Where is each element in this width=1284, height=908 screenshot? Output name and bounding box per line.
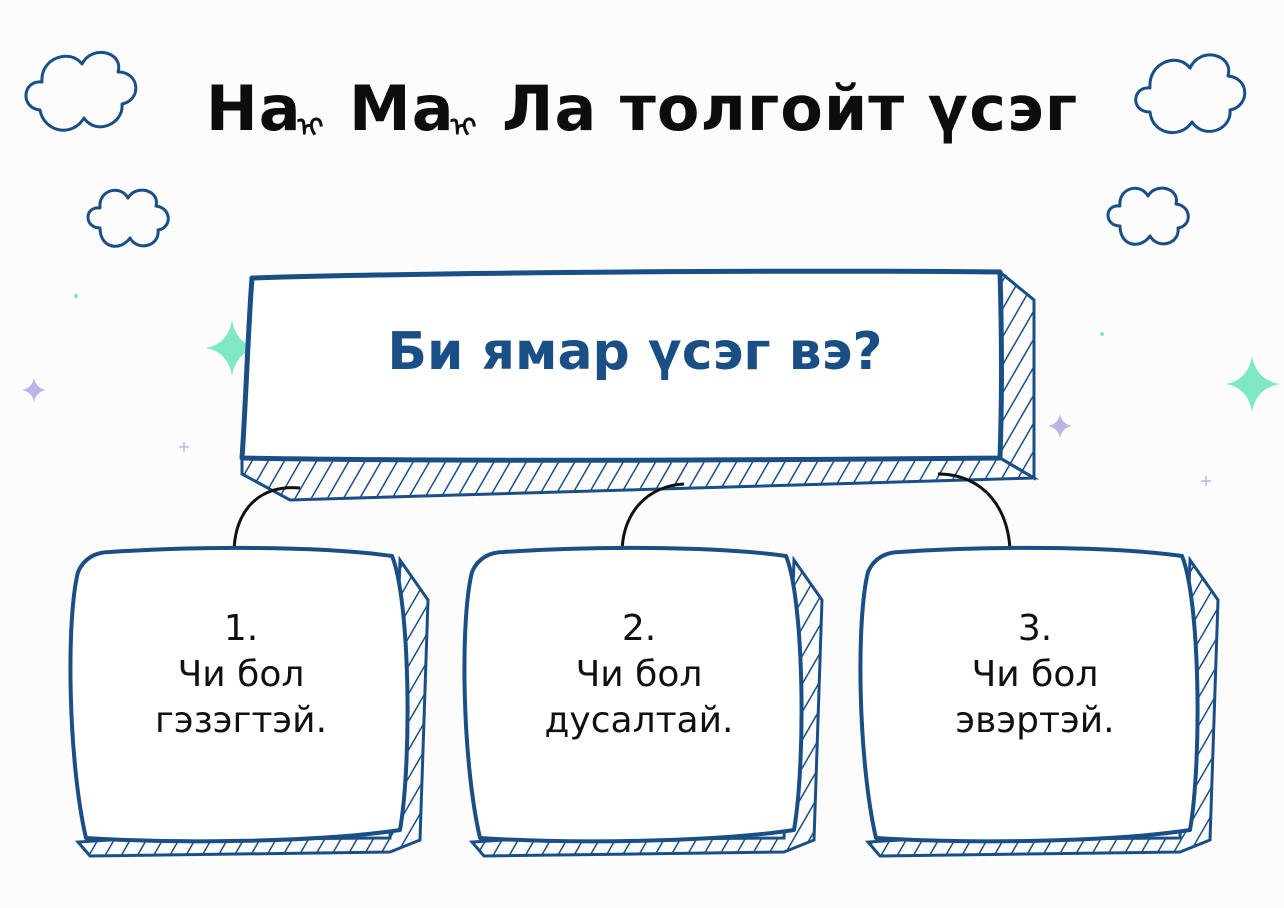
dot-decoration: [1100, 332, 1104, 336]
arrow-to-card-2: [622, 482, 685, 560]
sparkle-icon: [206, 320, 258, 376]
card-line: гэзэгтэй.: [154, 700, 328, 741]
question-box: [239, 268, 1040, 502]
plus-decoration: [179, 442, 189, 452]
plus-decoration: [1201, 476, 1211, 486]
cloud-icon: [86, 188, 170, 248]
card-number: 3.: [1017, 608, 1053, 649]
title-part-3: Ла толгойт үсэг: [502, 72, 1079, 145]
page-title: Наᠢ Маᠢ Ла толгойт үсэг: [0, 72, 1284, 145]
dot-decoration: [74, 294, 78, 298]
cloud-icon: [1134, 53, 1247, 134]
card-2-box: [462, 545, 824, 858]
card-2-text: 2. Чи бол дусалтай.: [474, 606, 804, 744]
sparkle-icon: [1226, 356, 1280, 412]
card-number: 1.: [223, 608, 259, 649]
title-part-2: Ма: [349, 72, 455, 145]
card-3-box: [858, 545, 1220, 858]
arrow-to-card-1: [234, 486, 301, 560]
question-text: Би ямар үсэг вэ?: [387, 322, 883, 382]
card-1-text: 1. Чи бол гэзэгтэй.: [76, 606, 406, 744]
cloud-icon: [1106, 186, 1190, 246]
cloud-icon: [24, 51, 138, 132]
card-3-text: 3. Чи бол эвэртэй.: [870, 606, 1200, 744]
sparkle-icon: [22, 378, 46, 402]
title-separator: ᠢ: [297, 113, 324, 143]
card-number: 2.: [621, 608, 657, 649]
card-line: Чи бол: [575, 654, 703, 695]
title-part-1: На: [205, 72, 302, 145]
card-1-box: [68, 545, 430, 858]
arrow-to-card-3: [937, 472, 1010, 560]
card-line: Чи бол: [971, 654, 1099, 695]
card-line: эвэртэй.: [955, 700, 1115, 741]
sparkle-icon: [1048, 414, 1072, 438]
title-separator: ᠢ: [450, 113, 477, 143]
card-line: дусалтай.: [544, 700, 734, 741]
card-line: Чи бол: [177, 654, 305, 695]
